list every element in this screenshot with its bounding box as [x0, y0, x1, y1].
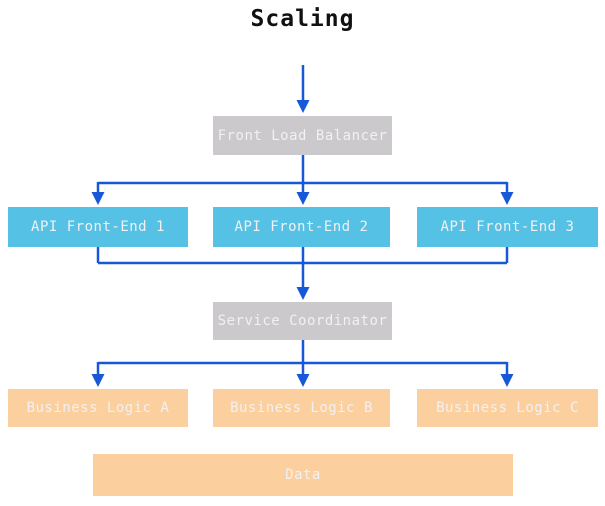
arrow-balancer-to-apis	[91, 155, 514, 205]
node-api-front-end-3: API Front-End 3	[417, 207, 598, 247]
node-business-logic-a: Business Logic A	[8, 389, 188, 427]
node-business-logic-c: Business Logic C	[417, 389, 598, 427]
node-service-coordinator: Service Coordinator	[213, 302, 392, 340]
node-data: Data	[93, 454, 513, 496]
arrow-apis-to-coordinator	[96, 247, 509, 300]
node-api-front-end-2: API Front-End 2	[213, 207, 390, 247]
arrow-coordinator-to-logic	[91, 340, 514, 387]
diagram-title: Scaling	[250, 6, 355, 32]
arrow-top-to-balancer	[296, 65, 310, 113]
node-front-load-balancer: Front Load Balancer	[213, 116, 392, 155]
node-business-logic-b: Business Logic B	[213, 389, 390, 427]
node-api-front-end-1: API Front-End 1	[8, 207, 188, 247]
